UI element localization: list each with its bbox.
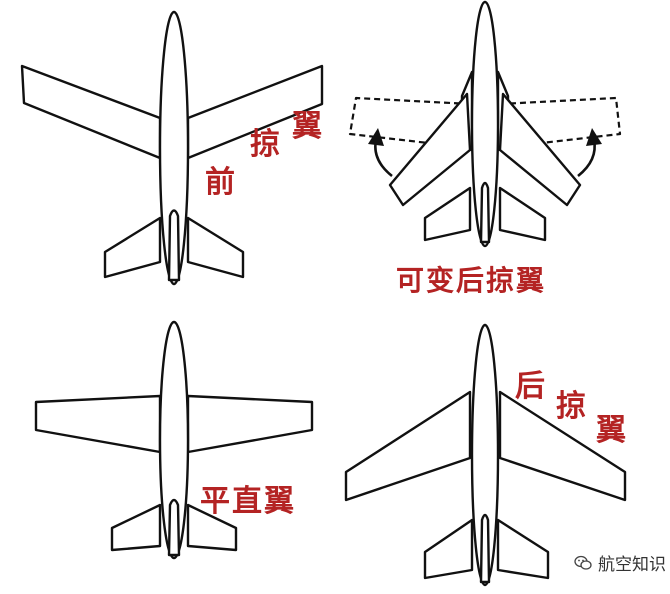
left-tailplane	[103, 216, 162, 279]
left-tailplane	[110, 503, 162, 552]
forward-swept-label-char-3: 翼	[292, 109, 322, 144]
straight-wing-label: 平直翼	[200, 484, 296, 519]
left-arrowhead-icon	[368, 128, 384, 146]
extended-left-wing	[348, 96, 473, 150]
watermark: 航空知识	[574, 550, 666, 575]
right-tailplane	[186, 503, 238, 552]
tail-fin	[167, 498, 181, 557]
left-wing	[344, 390, 472, 502]
fuselage	[158, 10, 190, 286]
fuselage	[470, 0, 500, 248]
left-wing	[34, 394, 162, 454]
fuselage	[470, 323, 500, 587]
straight-wing-plane	[34, 320, 314, 560]
swept-back-label-char-1: 后	[515, 369, 545, 404]
forward-swept-plane	[20, 10, 324, 286]
variable-swept-label: 可变后掠翼	[396, 264, 547, 297]
variable-swept-plane	[348, 0, 622, 248]
wechat-icon	[574, 555, 592, 570]
tail-fin	[479, 181, 491, 244]
fuselage	[158, 320, 190, 560]
right-wing	[498, 92, 582, 207]
tail-fin	[479, 513, 491, 584]
left-tailplane	[423, 186, 472, 242]
left-wing	[388, 92, 472, 207]
swept-back-label-char-3: 翼	[596, 413, 626, 448]
left-tailplane	[423, 518, 474, 580]
extended-right-wing	[497, 96, 622, 150]
tail-fin	[167, 209, 181, 282]
swept-back-label-char-2: 掠	[556, 389, 586, 424]
left-wing	[20, 64, 162, 160]
watermark-text: 航空知识	[598, 555, 666, 575]
forward-swept-label-char-1: 前	[205, 165, 235, 200]
right-arrowhead-icon	[586, 128, 602, 146]
right-tailplane	[186, 216, 245, 279]
right-tailplane	[498, 186, 547, 242]
right-wing	[498, 390, 627, 502]
right-wing	[186, 394, 314, 454]
swept-back-plane	[344, 323, 627, 587]
forward-swept-label-char-2: 掠	[250, 127, 280, 162]
right-tailplane	[496, 518, 550, 580]
